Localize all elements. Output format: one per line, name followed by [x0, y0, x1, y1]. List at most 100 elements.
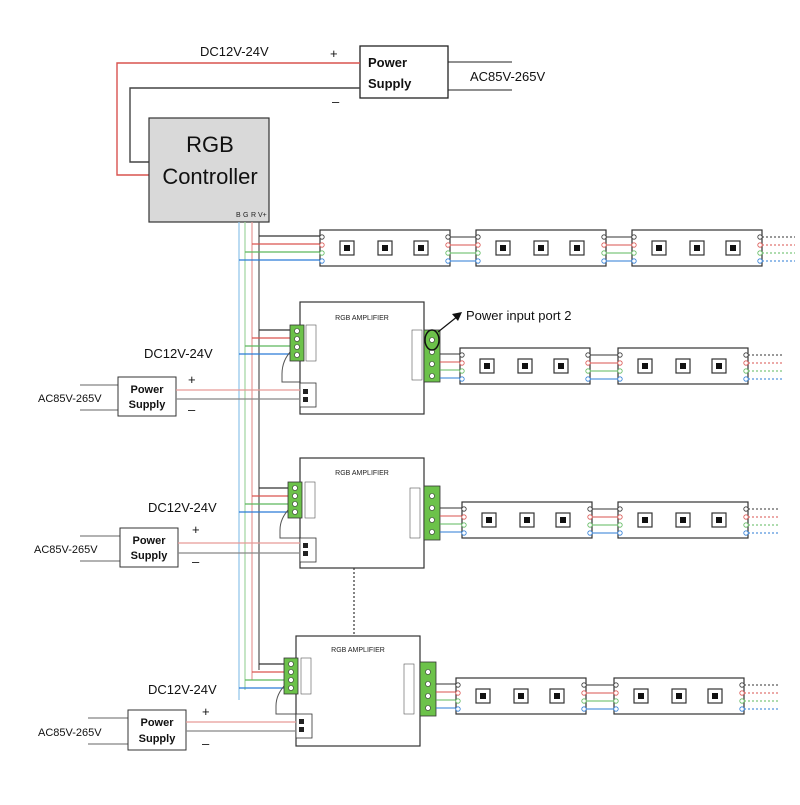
amplifier-1: RGB AMPLIFIER Power input port 2 DC12V-2…	[38, 301, 572, 417]
top-power-supply-box	[359, 45, 449, 99]
pad	[445, 258, 451, 264]
led-strip	[319, 229, 451, 267]
top-positive-wire	[116, 62, 360, 176]
pad	[757, 242, 763, 248]
led-core	[656, 245, 662, 251]
pad	[319, 258, 325, 264]
amplifier-box	[299, 301, 425, 415]
top-power-supply: Power Supply AC85V-265V DC12V-24V + –	[116, 44, 545, 176]
top-supply-line2: Supply	[368, 76, 412, 91]
led-core	[500, 245, 506, 251]
pad	[631, 242, 637, 248]
led-core	[486, 517, 492, 523]
pad	[475, 242, 481, 248]
amplifier-title: RGB AMPLIFIER	[335, 315, 389, 322]
amp3-ac-label: AC85V-265V	[38, 727, 102, 739]
amp1-supply-line1: Power	[130, 384, 164, 396]
led-core	[538, 245, 544, 251]
amp2-supply-line1: Power	[132, 535, 166, 547]
pad	[631, 234, 637, 240]
rgb-controller: RGB Controller B G R V+	[148, 117, 270, 223]
amp1-ac-label: AC85V-265V	[38, 393, 102, 405]
controller-line1: RGB	[186, 132, 234, 157]
amp3-supply-line2: Supply	[139, 733, 177, 745]
pad	[475, 250, 481, 256]
led-strip	[617, 501, 749, 539]
pad	[757, 258, 763, 264]
led-core	[560, 517, 566, 523]
controller-pin-b: B	[236, 212, 241, 219]
pad	[319, 234, 325, 240]
pad	[445, 242, 451, 248]
amplifier-3: RGB AMPLIFIER DC12V-24V + – Power Supply…	[38, 635, 437, 751]
led-core	[716, 363, 722, 369]
led-core	[554, 693, 560, 699]
amp1-power-supply-box	[117, 376, 177, 417]
power-terminal	[295, 713, 313, 739]
led-core	[382, 245, 388, 251]
controller-pin-v: V+	[258, 212, 267, 219]
amplifier-title: RGB AMPLIFIER	[331, 647, 385, 654]
power-input-port-2-marker	[424, 329, 440, 351]
callout-label: Power input port 2	[466, 308, 572, 323]
strip-continuation	[744, 684, 780, 710]
led-core	[680, 363, 686, 369]
amplifier-box	[299, 457, 425, 569]
top-negative-wire	[129, 87, 360, 163]
amp1-output-wires	[440, 353, 460, 379]
amp2-dc-label: DC12V-24V	[148, 500, 217, 515]
led-core	[522, 363, 528, 369]
amp1-supply-line2: Supply	[129, 399, 167, 411]
led-strip	[475, 229, 607, 267]
pad	[445, 250, 451, 256]
strip-continuation	[762, 236, 795, 262]
strip-link	[590, 354, 618, 380]
controller-pin-g: G	[243, 212, 248, 219]
pad	[445, 234, 451, 240]
strip-link	[606, 236, 632, 262]
amplifier-2: RGB AMPLIFIER DC12V-24V + – Power Supply…	[34, 457, 441, 569]
controller-pin-r: R	[251, 212, 256, 219]
rgb-controller-box	[148, 117, 270, 223]
strip-link	[586, 684, 614, 710]
top-ac-label: AC85V-265V	[470, 69, 545, 84]
amp3-supply-line1: Power	[140, 717, 174, 729]
power-terminal	[299, 537, 317, 563]
callout-arrow-line	[437, 315, 459, 333]
pad	[601, 250, 607, 256]
led-core	[524, 517, 530, 523]
pad	[757, 250, 763, 256]
strip-link	[592, 508, 618, 534]
strip-link	[450, 236, 476, 262]
amp2-plus: +	[192, 522, 200, 537]
input-label-plate	[300, 657, 312, 695]
amp2-supply-line2: Supply	[131, 550, 169, 562]
amp3-plus: +	[202, 704, 210, 719]
led-core	[558, 363, 564, 369]
callout-arrow-head	[452, 312, 462, 321]
led-core	[638, 693, 644, 699]
amp1-minus: –	[188, 402, 196, 417]
led-strip	[613, 677, 745, 715]
led-strip	[631, 229, 763, 267]
strip-continuation	[748, 354, 782, 380]
led-core	[712, 693, 718, 699]
input-label-plate	[305, 324, 317, 362]
amp3-minus: –	[202, 736, 210, 751]
pad	[631, 258, 637, 264]
led-core	[694, 245, 700, 251]
top-minus-sign: –	[332, 94, 340, 109]
led-strip	[455, 677, 587, 715]
led-core	[716, 517, 722, 523]
pad	[319, 242, 325, 248]
controller-output-bus	[238, 222, 260, 700]
output-label-plate	[403, 663, 415, 715]
power-terminal	[299, 382, 317, 408]
led-core	[518, 693, 524, 699]
led-core	[680, 517, 686, 523]
amp3-output-wires	[436, 683, 456, 709]
led-core	[418, 245, 424, 251]
led-core	[642, 517, 648, 523]
led-core	[574, 245, 580, 251]
